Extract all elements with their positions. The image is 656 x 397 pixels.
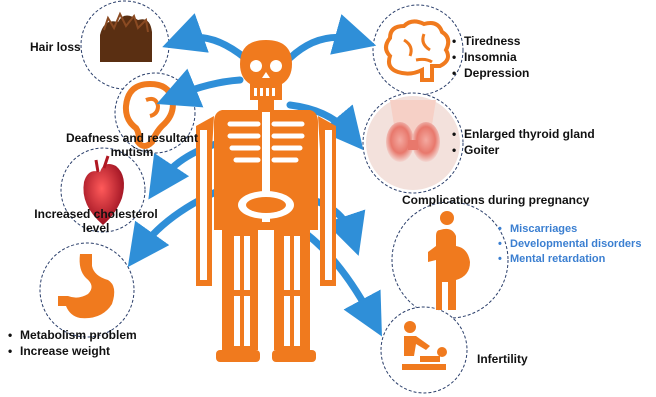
pregnancy-complication-item: Mental retardation [498, 252, 641, 267]
heart-label: Increased cholesterol level [26, 207, 166, 235]
pregnancy-complication-item: Developmental disorders [498, 237, 641, 252]
pregnancy-label: Complications during pregnancy [402, 193, 589, 207]
thyroid-icon [366, 96, 460, 190]
stomach-symptom-item: Metabolism problem [8, 327, 137, 343]
stomach-symptom-item: Increase weight [8, 343, 137, 359]
stomach-symptoms-list: Metabolism problem Increase weight [8, 327, 137, 359]
skeleton-figure-icon [196, 40, 336, 362]
arrow-hair [182, 37, 245, 58]
infertility-label: Infertility [477, 352, 528, 366]
brain-symptoms-list: Tiredness Insomnia Depression [452, 33, 529, 81]
pregnancy-complication-item: Miscarriages [498, 222, 641, 237]
brain-symptom-item: Tiredness [452, 33, 529, 49]
ear-label: Deafness and resultant mutism [62, 131, 202, 159]
thyroid-symptom-item: Enlarged thyroid gland [452, 126, 595, 142]
hair-loss-label: Hair loss [30, 40, 81, 54]
thyroid-symptoms-list: Enlarged thyroid gland Goiter [452, 126, 595, 158]
arrow-brain [290, 37, 356, 58]
infertility-circle [381, 307, 467, 393]
brain-symptom-item: Depression [452, 65, 529, 81]
pregnancy-complications-list: Miscarriages Developmental disorders Men… [498, 222, 641, 267]
hair-icon [100, 14, 152, 62]
brain-symptom-item: Insomnia [452, 49, 529, 65]
thyroid-symptom-item: Goiter [452, 142, 595, 158]
